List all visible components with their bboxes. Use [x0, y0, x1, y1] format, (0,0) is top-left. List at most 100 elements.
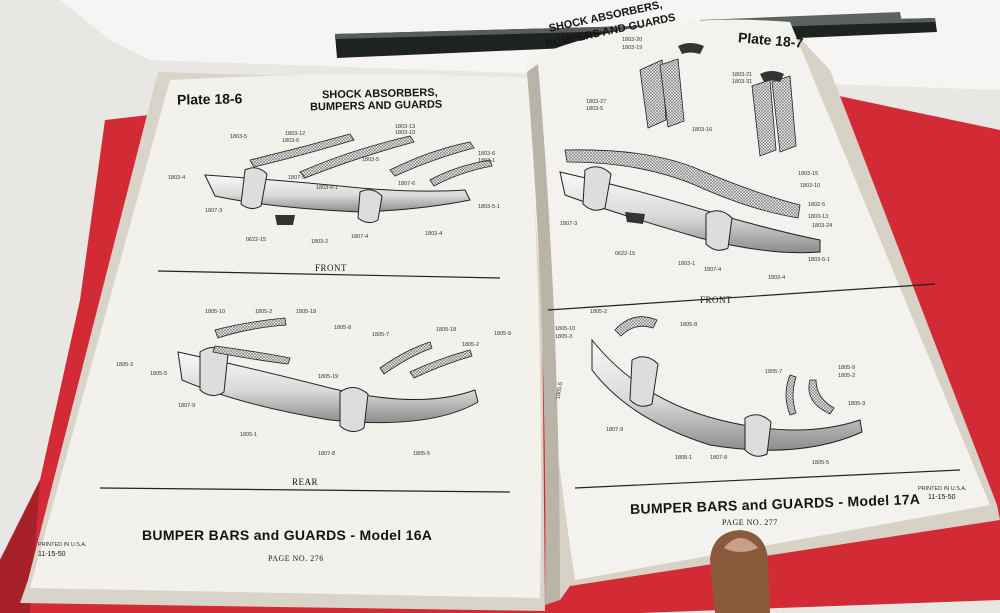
- rear-grille-strip: [409, 349, 473, 379]
- part-label: 1803-16: [692, 127, 713, 133]
- part-label: 0622-15: [615, 251, 636, 257]
- grille-strip: [299, 135, 415, 179]
- part-label: 1803-10: [800, 183, 821, 189]
- part-label: 1805-10: [205, 309, 226, 315]
- grille-strip: [429, 159, 493, 187]
- rear-bumper-guard: [339, 387, 369, 432]
- grille-strip: [249, 133, 355, 168]
- part-label: 1805-9: [838, 365, 856, 371]
- upright-guard: [771, 75, 797, 153]
- front-divider: [157, 270, 501, 279]
- printed-in-usa: PRINTED IN U.S.A.: [918, 486, 967, 492]
- part-label: 1803-4: [425, 231, 443, 237]
- part-label: 1805-2: [590, 309, 608, 315]
- part-label: 1802-5: [808, 202, 826, 208]
- print-date: 11-15-50: [928, 494, 956, 501]
- right-page-number: PAGE NO. 277: [722, 518, 778, 527]
- left-page-number: PAGE NO. 276: [268, 554, 324, 563]
- part-label: 1803-10: [395, 130, 416, 136]
- rear-divider: [99, 487, 511, 493]
- part-label: 1805-5: [413, 451, 431, 457]
- upright-guard: [659, 58, 685, 128]
- grille-strip: [389, 141, 475, 177]
- part-label: 1803-4: [168, 175, 186, 181]
- part-label: 1803-6-1: [316, 185, 339, 191]
- part-label: 1803-31: [732, 79, 753, 85]
- front-bumper-bar: [204, 174, 471, 213]
- part-label: 1807-4: [704, 267, 722, 273]
- part-label: 1805-8: [680, 322, 698, 328]
- part-label: 1803-20: [622, 37, 643, 43]
- print-date: 11-15-50: [38, 551, 66, 558]
- part-label: 1803-5-1: [478, 204, 501, 210]
- part-label: 1805-2: [838, 373, 856, 379]
- part-label: 1803-27: [586, 99, 607, 105]
- part-label: 1805-10: [555, 326, 576, 332]
- upright-guard: [639, 59, 667, 129]
- part-label: 1805-3: [848, 401, 866, 407]
- part-label: 1803-5: [230, 134, 248, 140]
- part-label: 1803-5-1: [808, 257, 831, 263]
- rear-grille-strip: [212, 345, 291, 365]
- rear-divider: [574, 469, 961, 489]
- front-bumper-guard: [705, 210, 733, 251]
- bracket: [625, 212, 645, 224]
- front-bumper-guard: [582, 166, 612, 211]
- part-label: 1807-9: [606, 427, 624, 433]
- left-plate-number: Plate 18-6: [176, 90, 243, 108]
- part-label: 1805-7: [765, 369, 783, 375]
- part-label: 1803-6: [478, 151, 496, 157]
- part-label: 1803-19: [622, 45, 643, 51]
- part-label: 1803-15: [798, 171, 819, 177]
- book-gutter: [527, 64, 560, 605]
- part-label: 1803-12: [285, 131, 306, 137]
- part-label: 1805-8: [334, 325, 352, 331]
- rear-bumper-guard: [629, 356, 659, 407]
- bracket: [275, 215, 295, 225]
- part-label: 1807-8: [318, 451, 336, 457]
- part-label: 1805-1: [240, 432, 258, 438]
- part-label: 0622-15: [246, 237, 267, 243]
- guard-cap: [760, 71, 784, 82]
- part-label: 1807-3: [560, 221, 578, 227]
- rear-grille-strip: [379, 341, 433, 375]
- part-label: 1807-4: [351, 234, 369, 240]
- part-label: 1803-1: [678, 261, 696, 267]
- part-label: 1805-5: [150, 371, 168, 377]
- rear-bumper-bar: [591, 338, 863, 451]
- front-section-label: FRONT: [315, 263, 348, 273]
- rear-bumper-bar: [177, 351, 479, 424]
- part-label: 1803-2: [311, 239, 329, 245]
- part-label: 1807-9: [178, 403, 196, 409]
- part-label: 1807-6: [398, 181, 416, 187]
- part-label: 1807-5: [288, 175, 306, 181]
- printed-in-usa: PRINTED IN U.S.A.: [38, 542, 87, 548]
- rear-bumper-guard: [744, 414, 772, 457]
- part-label: 1803-4: [768, 275, 786, 281]
- rear-section-label: REAR: [292, 477, 319, 487]
- fingernail: [724, 538, 758, 552]
- part-label: 1807-3: [205, 208, 223, 214]
- rear-bumper-guard: [199, 347, 229, 396]
- part-label: 1803-1: [478, 158, 496, 164]
- part-label: 1805-2: [462, 342, 480, 348]
- left-page-caption: BUMPER BARS and GUARDS - Model 16A: [142, 527, 433, 543]
- part-label: 1803-13: [808, 214, 829, 220]
- finger: [710, 530, 770, 613]
- part-label: 1805-1: [675, 455, 693, 461]
- part-label: 1805-18: [296, 309, 317, 315]
- part-label: 1805-2: [255, 309, 273, 315]
- rear-grille-strip: [214, 317, 287, 339]
- part-label: 1803-5: [362, 157, 380, 163]
- part-label: 1805-7: [372, 332, 390, 338]
- part-label: 1805-3: [116, 362, 134, 368]
- part-label: 1803-5: [586, 106, 604, 112]
- front-bumper-guard: [240, 167, 268, 210]
- part-label: 1805-5: [812, 460, 830, 466]
- rear-guard-bracket: [808, 379, 835, 415]
- grille-assembly: [564, 149, 801, 219]
- rear-guard-bracket: [785, 374, 797, 416]
- part-label: 1805-3: [555, 334, 573, 340]
- front-bumper-guard: [357, 189, 383, 224]
